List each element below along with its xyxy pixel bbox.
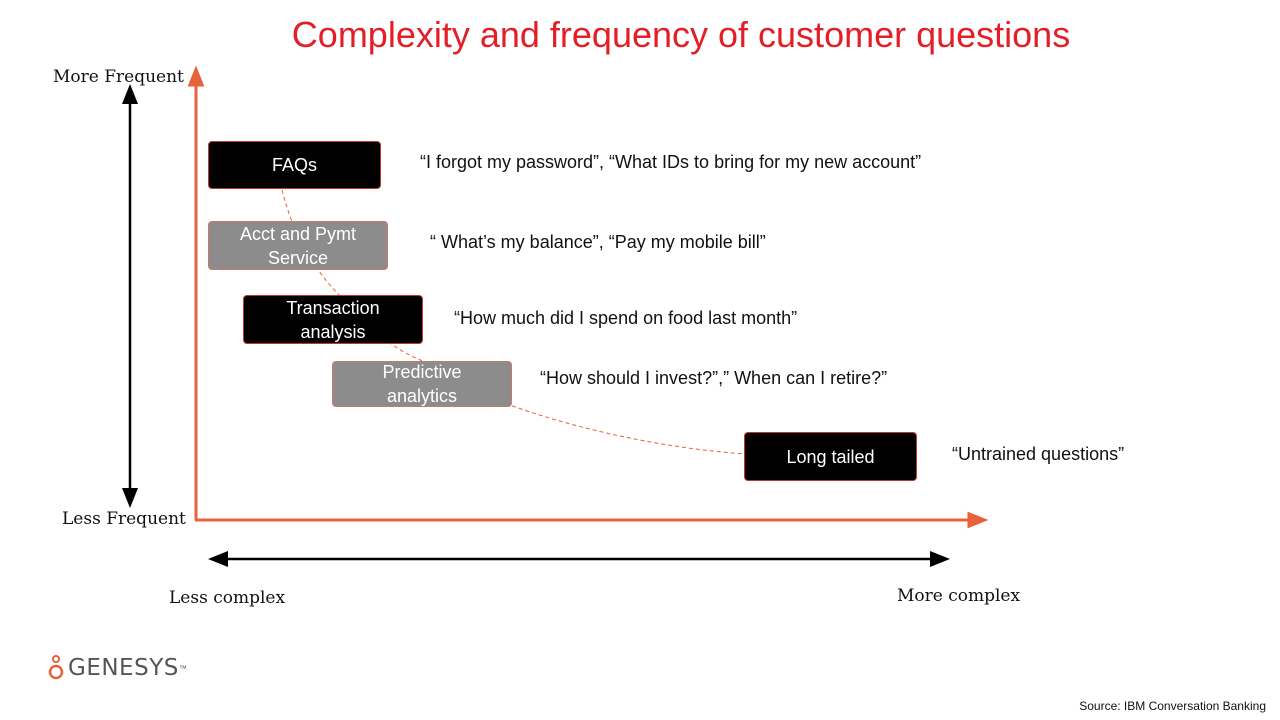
example-text-long-tailed: “Untrained questions” <box>952 444 1125 464</box>
example-text-faqs: “I forgot my password”, “What IDs to bri… <box>420 152 922 172</box>
category-box-faqs: FAQs <box>208 141 381 189</box>
category-box-acct-pymt-service: Acct and Pymt Service <box>208 221 388 270</box>
genesys-logo: GENESYS ™ <box>48 654 187 682</box>
example-text-acct-pymt: “ What’s my balance”, “Pay my mobile bil… <box>430 232 766 252</box>
source-note: Source: IBM Conversation Banking <box>1079 699 1266 713</box>
genesys-trademark: ™ <box>178 663 187 673</box>
less-complex-label: Less complex <box>169 588 286 608</box>
more-frequent-label: More Frequent <box>53 67 184 87</box>
less-frequent-label: Less Frequent <box>62 509 186 529</box>
example-text-predictive: “How should I invest?”,” When can I reti… <box>540 368 888 388</box>
example-text-transaction: “How much did I spend on food last month… <box>454 308 798 328</box>
category-box-transaction-analysis: Transaction analysis <box>243 295 423 344</box>
slide-title: Complexity and frequency of customer que… <box>291 14 1071 55</box>
more-complex-label: More complex <box>897 586 1021 606</box>
genesys-logo-icon <box>48 655 64 680</box>
category-box-long-tailed: Long tailed <box>744 432 917 481</box>
category-box-predictive-analytics: Predictive analytics <box>332 361 512 407</box>
genesys-logo-wordmark: GENESYS <box>68 655 179 681</box>
